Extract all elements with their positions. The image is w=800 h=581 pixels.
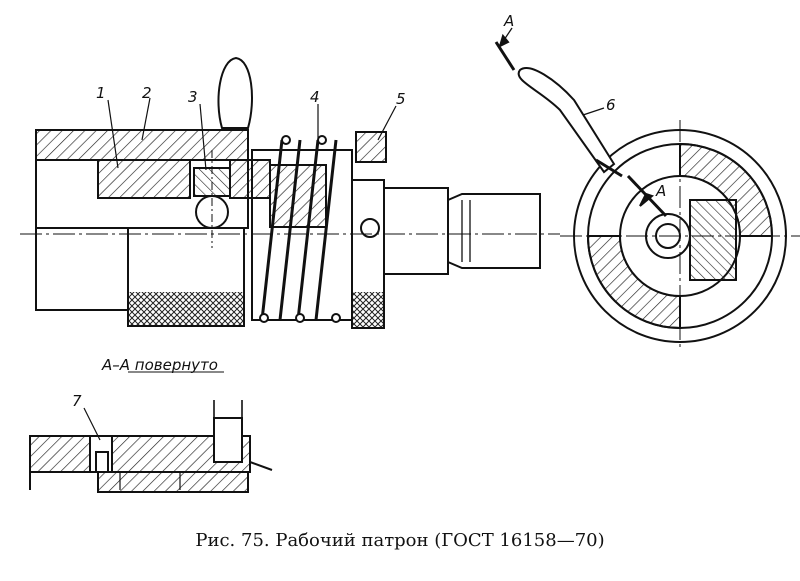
section-view bbox=[29, 400, 273, 493]
section-arrow bbox=[494, 27, 668, 218]
label-2: 2 bbox=[142, 84, 152, 102]
section-mark-a-top: A bbox=[503, 12, 514, 30]
section-mark-a-end: A bbox=[655, 182, 666, 200]
figure-caption: Рис. 75. Рабочий патрон (ГОСТ 16158—70) bbox=[195, 530, 605, 551]
label-5: 5 bbox=[396, 90, 406, 108]
end-view bbox=[517, 67, 787, 343]
label-4: 4 bbox=[310, 88, 320, 106]
label-6: 6 bbox=[606, 96, 616, 114]
label-3: 3 bbox=[188, 88, 198, 106]
label-7: 7 bbox=[72, 392, 82, 410]
side-view bbox=[35, 56, 541, 329]
label-1: 1 bbox=[96, 84, 106, 102]
section-title: А–А повернуто bbox=[101, 356, 218, 374]
